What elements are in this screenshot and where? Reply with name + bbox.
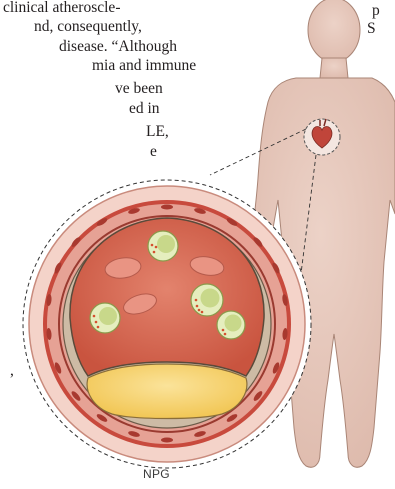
- body-head: [308, 0, 360, 62]
- foam-cell: [217, 311, 245, 339]
- credit-label: NPG: [143, 467, 170, 481]
- body-neck: [320, 58, 348, 78]
- heart-marker: [304, 119, 340, 155]
- foam-cell: [90, 303, 120, 333]
- lipid-core: [87, 364, 247, 419]
- foam-cell: [148, 231, 178, 261]
- foam-cell: [191, 284, 223, 316]
- artery-cross-section: [23, 180, 311, 468]
